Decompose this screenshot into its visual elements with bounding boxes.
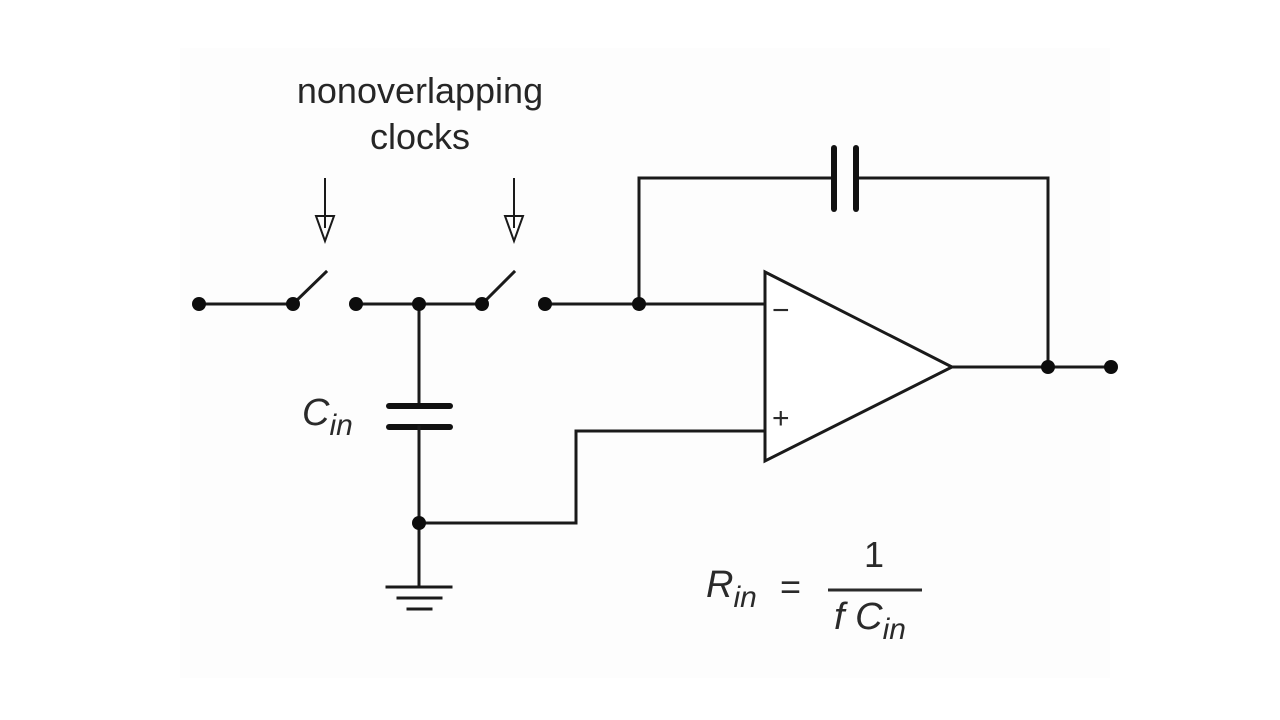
clock-label-line2: clocks [369,116,471,157]
input-capacitor [386,403,453,430]
cin-label-sub: in [329,409,353,442]
cin-label: Cin [302,392,353,442]
feedback-wire-right [854,176,1050,369]
switch-1-blade [290,269,329,307]
equation-lhs: Rin [706,564,757,614]
switch-1-pivot [286,297,300,311]
input-terminal [192,297,206,311]
numerator: 1 [864,534,885,575]
output-junction [1041,360,1055,374]
cin-label-main: C [302,392,330,434]
clock-arrow-1-icon [314,178,336,244]
noninverting-input-wire [417,429,767,525]
denominator-sub: in [882,613,906,646]
output-terminal [1104,360,1118,374]
switch-2-blade [479,269,517,307]
diagram-background [180,48,1110,678]
cin-junction [412,297,426,311]
opamp-triangle [763,269,956,464]
feedback-wire-left [637,176,836,306]
rin-main: R [706,564,734,606]
denominator-f: f [834,596,845,638]
ground-icon [385,585,453,611]
feedback-junction [632,297,646,311]
feedback-capacitor [831,145,859,212]
denominator-c: C [855,596,883,638]
clock-arrow-2-icon [503,178,525,244]
switch-2-pivot [475,297,489,311]
ground-junction [412,516,426,530]
noninverting-sign: + [772,402,790,435]
equals-sign: = [780,566,802,607]
denominator: f Cin [834,596,906,646]
rin-sub: in [733,581,757,614]
switch-1-contact [349,297,363,311]
inverting-sign: − [772,294,790,327]
switch-2-contact [538,297,552,311]
clock-label-line1: nonoverlapping [296,70,544,111]
